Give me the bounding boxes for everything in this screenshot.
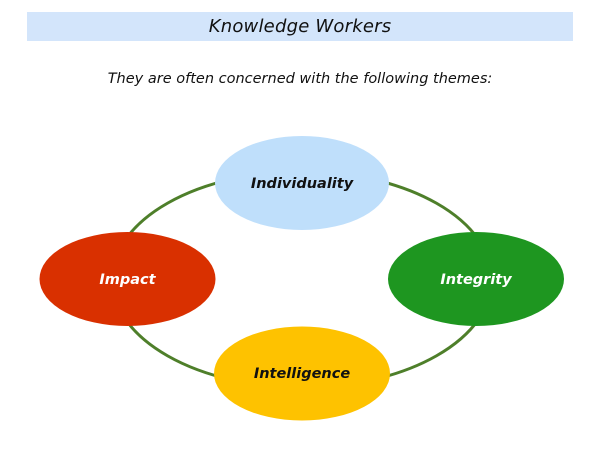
node-integrity-label: Integrity [440,272,512,288]
node-integrity-shape [388,232,564,326]
node-impact: Impact [39,232,216,326]
node-impact-label: Impact [99,272,156,288]
node-impact-shape [39,232,216,326]
subtitle: They are often concerned with the follow… [107,71,493,87]
node-intelligence: Intelligence [214,326,390,421]
node-integrity: Integrity [388,232,564,326]
node-individuality-shape [215,136,389,230]
node-individuality-label: Individuality [251,176,354,192]
node-intelligence-label: Intelligence [254,366,351,382]
node-individuality: Individuality [215,136,389,230]
title-bar: Knowledge Workers [27,12,573,41]
node-intelligence-shape [214,326,390,421]
page-title: Knowledge Workers [208,16,392,37]
